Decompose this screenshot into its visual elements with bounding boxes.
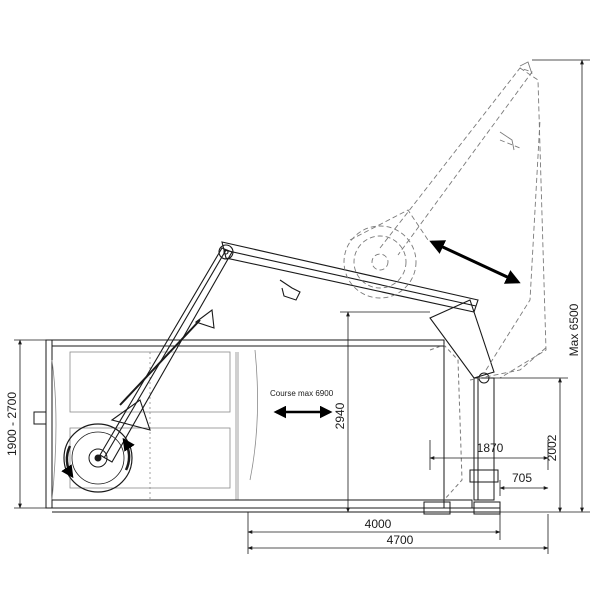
dim-total-length: 4700 <box>387 533 414 547</box>
dim-max-height: Max 6500 <box>567 303 581 356</box>
dim-container-height: 1900 - 2700 <box>5 392 19 456</box>
dim-base-length: 4000 <box>365 517 392 531</box>
lifting-arm <box>99 241 495 463</box>
dim-post-offset: 1870 <box>477 441 504 455</box>
dim-post-height: 2002 <box>545 434 559 461</box>
container-body <box>33 339 500 513</box>
arm-travel-arrow <box>429 240 521 284</box>
dim-foot-offset: 705 <box>512 471 532 485</box>
winch-wheel <box>61 423 135 493</box>
raised-arm-hook-ghost <box>499 61 533 151</box>
rear-post <box>423 372 501 515</box>
stroke-note: Course max 6900 <box>270 389 334 398</box>
dim-arm-height: 2940 <box>333 402 347 429</box>
dimension-lines <box>14 59 590 554</box>
raised-arm-ghost <box>343 67 549 381</box>
